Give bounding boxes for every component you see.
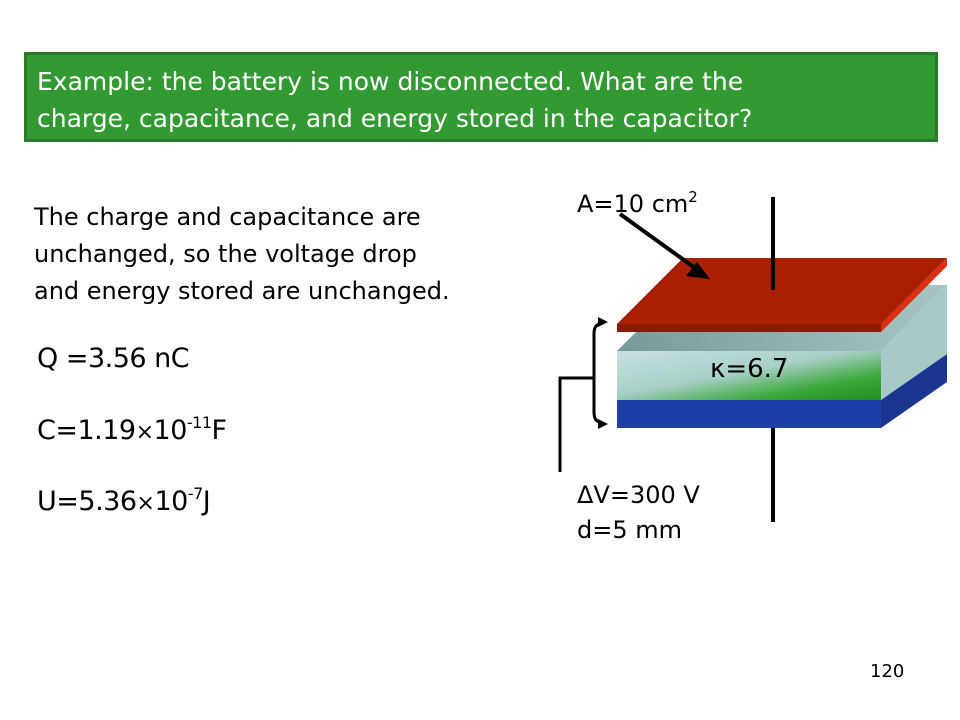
kappa-value: =6.7 bbox=[725, 354, 789, 384]
area-exponent: 2 bbox=[688, 188, 698, 206]
capacitance-exponent: -11 bbox=[186, 413, 212, 432]
explanation-text: The charge and capacitance are unchanged… bbox=[34, 199, 534, 310]
equals-sign: = bbox=[56, 486, 79, 517]
bracket-arrow-top bbox=[598, 317, 608, 327]
times-sign: × bbox=[136, 491, 155, 516]
area-label: A=10 cm2 bbox=[577, 188, 698, 218]
area-arrow bbox=[618, 212, 710, 279]
equation-charge: Q =3.56 nC bbox=[37, 343, 190, 374]
times-sign: × bbox=[135, 420, 154, 445]
capacitance-base: 10 bbox=[153, 415, 188, 446]
explanation-line-1: The charge and capacitance are bbox=[34, 203, 421, 231]
charge-value: 3.56 nC bbox=[87, 343, 190, 374]
energy-mantissa: 5.36 bbox=[78, 486, 137, 517]
energy-exponent: -7 bbox=[187, 484, 203, 503]
capacitance-mantissa: 1.19 bbox=[77, 415, 136, 446]
charge-symbol: Q bbox=[37, 343, 58, 374]
delta-symbol: Δ bbox=[577, 481, 594, 509]
equals-sign: = bbox=[65, 343, 89, 374]
kappa-symbol: κ bbox=[710, 354, 726, 384]
bracket-arrow-bottom bbox=[598, 419, 608, 429]
capacitance-unit: F bbox=[211, 415, 228, 446]
explanation-line-2: unchanged, so the voltage drop bbox=[34, 240, 417, 268]
title-banner: Example: the battery is now disconnected… bbox=[24, 52, 938, 142]
title-line-1: Example: the battery is now disconnected… bbox=[37, 67, 744, 96]
distance-label: d=5 mm bbox=[577, 516, 682, 544]
title-line-2: charge, capacitance, and energy stored i… bbox=[37, 104, 753, 133]
page-number: 120 bbox=[870, 661, 905, 682]
separation-bracket bbox=[558, 322, 602, 472]
equals-sign: = bbox=[55, 415, 78, 446]
energy-symbol: U bbox=[37, 486, 57, 517]
energy-unit: J bbox=[202, 486, 211, 517]
explanation-line-3: and energy stored are unchanged. bbox=[34, 277, 450, 305]
voltage-label: ΔV=300 V bbox=[577, 481, 700, 509]
energy-base: 10 bbox=[154, 486, 188, 517]
equation-energy: U=5.36×10-7J bbox=[37, 484, 211, 517]
capacitance-symbol: C bbox=[37, 415, 56, 446]
title-text: Example: the battery is now disconnected… bbox=[37, 63, 925, 137]
equation-capacitance: C=1.19×10-11F bbox=[37, 413, 227, 446]
dielectric-constant-label: κ=6.7 bbox=[710, 354, 788, 384]
